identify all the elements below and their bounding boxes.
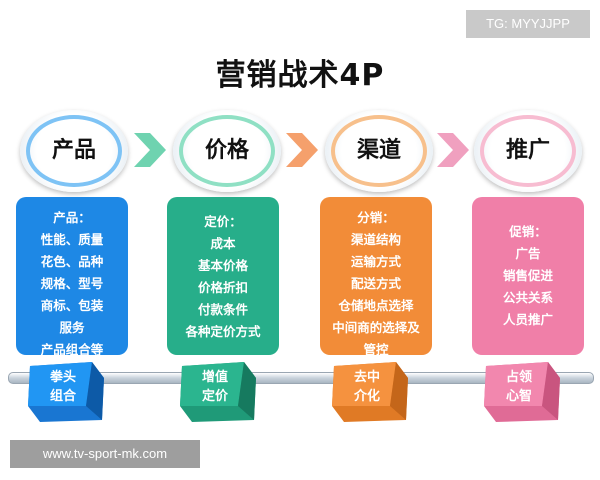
- detail-line: 渠道结构: [350, 232, 401, 247]
- detail-line: 运输方式: [350, 254, 401, 269]
- heading-circle-product: 产品: [20, 110, 128, 192]
- detail-line: 广告: [515, 246, 541, 261]
- tag-line: 拳头: [49, 370, 76, 385]
- watermark-badge: TG: MYYJJPP: [466, 10, 590, 38]
- circle-ring: [480, 115, 576, 187]
- footer-url-badge: www.tv-sport-mk.com: [10, 440, 200, 468]
- detail-line: 中间商的选择及: [332, 320, 420, 335]
- heading-circle-channel: 渠道: [325, 110, 433, 192]
- heading-price: 价格: [204, 138, 249, 163]
- detail-line: 仓储地点选择: [338, 298, 414, 313]
- tag-line: 去中: [353, 370, 380, 385]
- detail-line: 定价：: [204, 214, 242, 229]
- timeline-bar: [8, 372, 594, 384]
- detail-line: 价格折扣: [197, 280, 248, 295]
- detail-line: 性能、质量: [40, 232, 104, 247]
- detail-line: 成本: [210, 236, 236, 251]
- detail-line: 规格、型号: [40, 276, 104, 291]
- tag-line: 介化: [353, 389, 380, 404]
- detail-line: 配送方式: [350, 276, 401, 291]
- detail-line: 各种定价方式: [185, 324, 261, 339]
- heading-circle-promotion: 推广: [474, 110, 582, 192]
- tag-cube-product: 拳头 组合: [26, 360, 108, 424]
- circle-ring: [26, 115, 122, 187]
- circle-ring: [179, 115, 275, 187]
- chevron-right-icon: [437, 133, 469, 167]
- chevron-right-icon: [134, 133, 166, 167]
- tag-cube-promotion: 占领 心智: [482, 360, 564, 424]
- heading-product: 产品: [51, 138, 96, 163]
- tag-cube-channel: 去中 介化: [330, 360, 412, 424]
- detail-box-price: 定价： 成本 基本价格 价格折扣 付款条件 各种定价方式: [167, 197, 279, 355]
- detail-line: 基本价格: [197, 258, 248, 273]
- detail-line: 促销：: [509, 224, 547, 239]
- circle-ring: [331, 115, 427, 187]
- detail-line: 人员推广: [502, 312, 553, 327]
- detail-line: 管控: [363, 342, 389, 357]
- tag-line: 增值: [201, 370, 228, 385]
- tag-line: 组合: [49, 389, 76, 404]
- detail-line: 商标、包装: [40, 298, 104, 313]
- detail-line: 产品：: [53, 210, 91, 225]
- detail-line: 产品组合等: [40, 342, 104, 357]
- detail-line: 付款条件: [197, 302, 248, 317]
- detail-line: 公共关系: [502, 290, 553, 305]
- chevron-right-icon: [286, 133, 318, 167]
- heading-channel: 渠道: [356, 138, 401, 163]
- detail-line: 花色、品种: [40, 254, 104, 269]
- detail-box-product: 产品： 性能、质量 花色、品种 规格、型号 商标、包装 服务 产品组合等: [16, 197, 128, 357]
- heading-promotion: 推广: [505, 138, 550, 163]
- page-title: 营销战术4P: [215, 58, 385, 93]
- detail-box-promotion: 促销： 广告 销售促进 公共关系 人员推广: [472, 197, 584, 355]
- tag-line: 定价: [201, 389, 228, 404]
- tag-cube-price: 增值 定价: [178, 360, 260, 424]
- detail-box-channel: 分销： 渠道结构 运输方式 配送方式 仓储地点选择 中间商的选择及 管控: [320, 197, 432, 357]
- tag-line: 占领: [505, 370, 532, 385]
- tag-line: 心智: [505, 389, 532, 404]
- heading-circle-price: 价格: [173, 110, 281, 192]
- detail-line: 服务: [59, 320, 85, 335]
- detail-line: 分销：: [357, 210, 395, 225]
- detail-line: 销售促进: [502, 268, 553, 283]
